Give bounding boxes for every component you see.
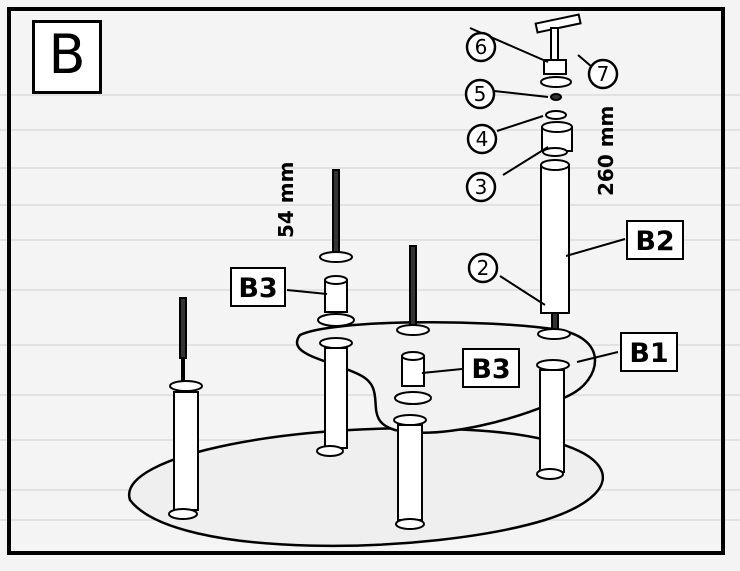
callout-2: 2 [477, 256, 490, 280]
callout-4: 4 [476, 127, 489, 151]
lower-plate [127, 427, 605, 548]
part-box-b3-top: B3 [230, 267, 286, 307]
left-standoff [168, 297, 203, 520]
panel-frame [7, 7, 725, 555]
part-box-b3-middle: B3 [462, 348, 520, 388]
midleft-standoff [316, 169, 355, 457]
part-box-b2: B2 [626, 220, 684, 260]
center-standoff [393, 245, 432, 530]
callout-5: 5 [474, 82, 487, 106]
callout-7: 7 [597, 62, 610, 86]
callout-6: 6 [475, 35, 488, 59]
part-box-b1: B1 [620, 332, 678, 372]
dimension-long-tube: 260 mm [594, 105, 618, 196]
panel-letter: B [32, 20, 102, 94]
callout-3: 3 [475, 175, 488, 199]
right-standoff [534, 13, 582, 480]
dimension-short-rod: 54 mm [274, 161, 298, 238]
upper-shelf [296, 320, 597, 434]
